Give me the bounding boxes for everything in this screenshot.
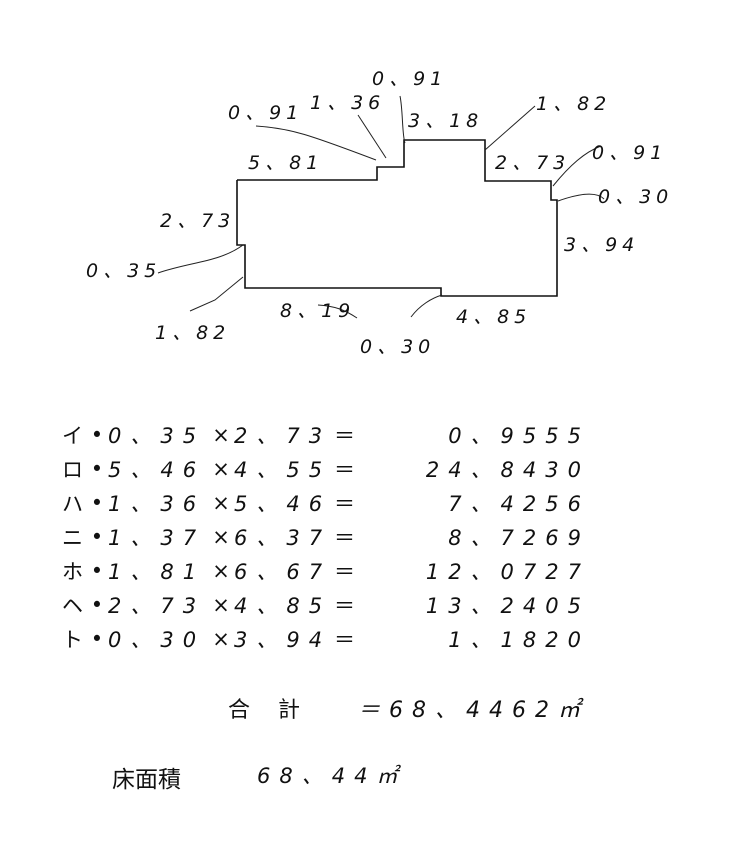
factor-b: 2、73 xyxy=(234,424,332,448)
equals-sign: ＝ xyxy=(334,594,355,618)
dim-label: 3、18 xyxy=(408,110,484,132)
factor-b: 4、85 xyxy=(234,594,332,618)
multiply-sign: × xyxy=(212,593,230,617)
row-result: 1、1820 xyxy=(448,628,590,652)
equals-sign: ＝ xyxy=(334,526,355,550)
factor-a: 1、81 xyxy=(108,560,206,584)
total-label: 合計 xyxy=(228,698,329,723)
total-row: 合計 ＝68、4462㎡ xyxy=(228,692,589,724)
dim-label: 2、73 xyxy=(495,152,571,174)
floor-area-value: 68、44㎡ xyxy=(257,764,407,788)
calculation-row: ハ •1、36×5、46＝ 7、4256 xyxy=(62,488,590,518)
factor-b: 4、55 xyxy=(234,458,332,482)
dim-label: 4、85 xyxy=(456,306,532,328)
multiply-sign: × xyxy=(212,491,230,515)
calculation-row: ヘ •2、73×4、85＝ 13、2405 xyxy=(62,590,590,620)
dim-label: 0、91 xyxy=(372,68,448,90)
factor-a: 5、46 xyxy=(108,458,206,482)
equals-sign: ＝ xyxy=(334,424,355,448)
equals-sign: ＝ xyxy=(334,628,355,652)
equals-sign: ＝ xyxy=(334,458,355,482)
row-result: 13、2405 xyxy=(425,594,590,618)
floor-area-label: 床面積 xyxy=(112,767,181,793)
floor-plan-outline xyxy=(236,139,558,297)
factor-a: 1、37 xyxy=(108,526,206,550)
separator-dot: • xyxy=(90,593,104,617)
dim-label: 0、30 xyxy=(598,186,674,208)
factor-a: 0、30 xyxy=(108,628,206,652)
dim-label: 0、91 xyxy=(228,102,304,124)
dim-label: 1、36 xyxy=(310,92,386,114)
factor-a: 2、73 xyxy=(108,594,206,618)
dim-label: 0、30 xyxy=(360,336,436,358)
multiply-sign: × xyxy=(212,559,230,583)
dim-label: 3、94 xyxy=(564,234,640,256)
multiply-sign: × xyxy=(212,457,230,481)
factor-a: 0、35 xyxy=(108,424,206,448)
separator-dot: • xyxy=(90,423,104,447)
multiply-sign: × xyxy=(212,423,230,447)
row-key: ニ xyxy=(62,526,83,550)
row-result: 0、9555 xyxy=(448,424,590,448)
floor-area-row: 床面積 68、44㎡ xyxy=(112,760,406,794)
separator-dot: • xyxy=(90,559,104,583)
multiply-sign: × xyxy=(212,525,230,549)
calculation-row: ト •0、30×3、94＝ 1、1820 xyxy=(62,624,590,654)
dim-label: 8、19 xyxy=(280,300,356,322)
row-key: イ xyxy=(62,424,83,448)
row-key: ロ xyxy=(62,458,83,482)
row-key: ホ xyxy=(62,560,83,584)
leader-lines xyxy=(157,95,605,319)
equals-sign: ＝ xyxy=(334,492,355,516)
factor-b: 6、67 xyxy=(234,560,332,584)
dim-label: 0、35 xyxy=(86,260,162,282)
total-value: ＝68、4462㎡ xyxy=(358,698,589,723)
factor-b: 3、94 xyxy=(234,628,332,652)
separator-dot: • xyxy=(90,491,104,515)
separator-dot: • xyxy=(90,627,104,651)
dim-label: 0、91 xyxy=(592,142,668,164)
factor-a: 1、36 xyxy=(108,492,206,516)
separator-dot: • xyxy=(90,525,104,549)
row-result: 12、0727 xyxy=(425,560,590,584)
row-key: ヘ xyxy=(62,594,83,618)
floor-plan-drawing xyxy=(157,95,605,319)
dim-label: 1、82 xyxy=(155,322,231,344)
dim-label: 2、73 xyxy=(160,210,236,232)
dim-label: 5、81 xyxy=(248,152,324,174)
row-result: 8、7269 xyxy=(448,526,590,550)
factor-b: 6、37 xyxy=(234,526,332,550)
multiply-sign: × xyxy=(212,627,230,651)
calculation-row: イ •0、35×2、73＝ 0、9555 xyxy=(62,420,590,450)
row-key: ハ xyxy=(62,492,83,516)
calculation-row: ニ •1、37×6、37＝ 8、7269 xyxy=(62,522,590,552)
calculation-row: ホ •1、81×6、67＝ 12、0727 xyxy=(62,556,590,586)
factor-b: 5、46 xyxy=(234,492,332,516)
row-key: ト xyxy=(62,628,83,652)
dim-label: 1、82 xyxy=(536,93,612,115)
calculation-row: ロ •5、46×4、55＝ 24、8430 xyxy=(62,454,590,484)
separator-dot: • xyxy=(90,457,104,481)
row-result: 7、4256 xyxy=(448,492,590,516)
equals-sign: ＝ xyxy=(334,560,355,584)
row-result: 24、8430 xyxy=(425,458,590,482)
